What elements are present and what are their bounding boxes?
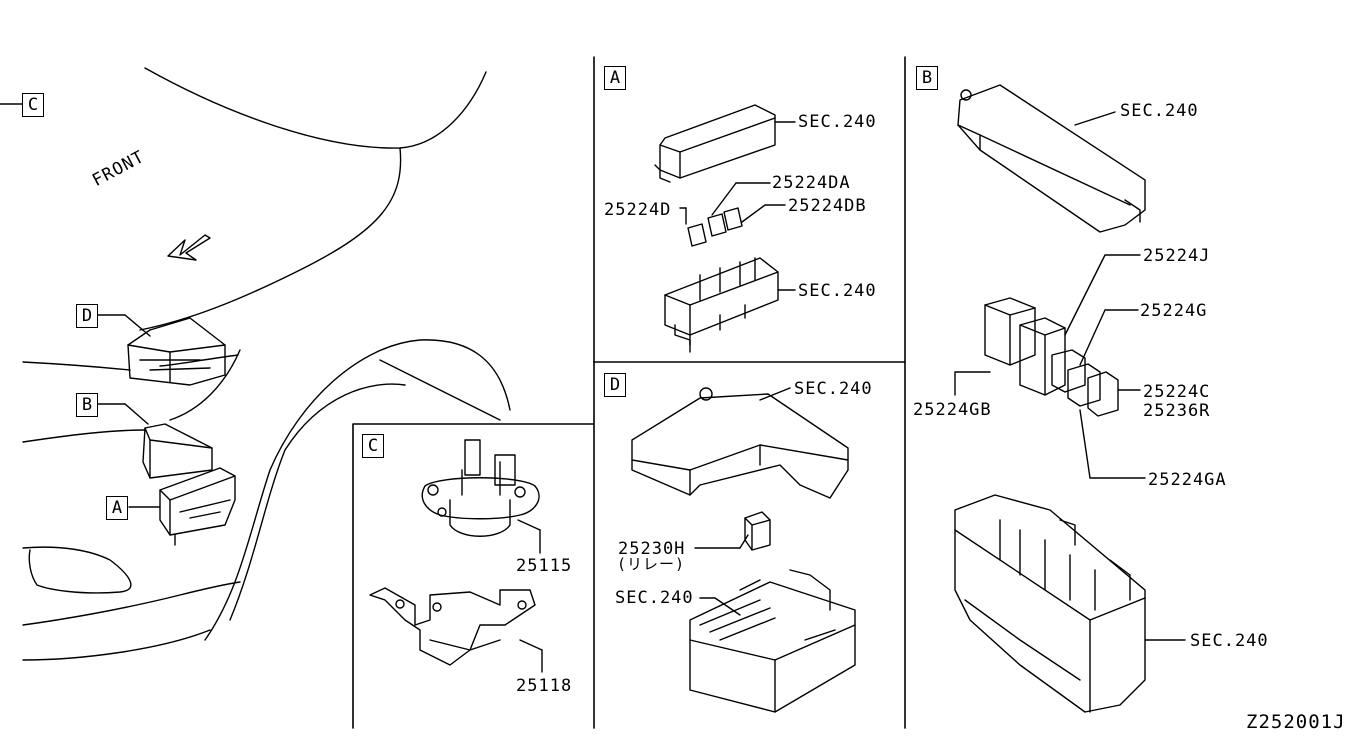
callout-b: B	[76, 393, 98, 417]
label-d-block: SEC.240	[615, 588, 694, 608]
label-25224gb: 25224GB	[913, 400, 992, 420]
label-25224db: 25224DB	[788, 196, 867, 216]
part-b-relay-large	[984, 297, 1066, 396]
part-b-lower-block	[954, 494, 1146, 713]
label-25224c: 25224C	[1143, 382, 1211, 402]
label-25115: 25115	[516, 556, 573, 576]
drawing-id: Z252001J	[1246, 711, 1346, 733]
panel-c-title: C	[362, 434, 384, 458]
label-b-cover: SEC.240	[1120, 101, 1199, 121]
label-b-block: SEC.240	[1190, 631, 1269, 651]
callout-a: A	[106, 496, 128, 520]
part-d-cover	[631, 387, 849, 499]
part-25118-bracket	[369, 587, 536, 666]
label-25224d: 25224D	[604, 200, 672, 220]
label-25118: 25118	[516, 676, 573, 696]
overview-box-b	[142, 423, 213, 479]
part-a-cover	[654, 104, 776, 183]
callout-c: C	[22, 93, 44, 117]
overview-box-a	[159, 467, 236, 546]
part-a-fuse-block	[664, 257, 779, 353]
label-25224da: 25224DA	[772, 173, 851, 193]
front-arrow-icon	[167, 234, 211, 261]
panel-a-title: A	[604, 66, 626, 90]
label-a-block: SEC.240	[798, 281, 877, 301]
panel-b-title: B	[916, 66, 938, 90]
callout-d: D	[76, 304, 98, 328]
car-body-outline	[22, 67, 511, 661]
panel-dividers	[352, 56, 906, 729]
panel-d-title: D	[604, 373, 626, 397]
label-25224ga: 25224GA	[1148, 470, 1227, 490]
part-d-relay	[744, 511, 771, 551]
label-25224j: 25224J	[1143, 246, 1211, 266]
label-a-cover: SEC.240	[798, 112, 877, 132]
label-relay-note: (リレー)	[617, 555, 686, 573]
overview-box-d	[127, 317, 226, 386]
label-d-cover: SEC.240	[794, 379, 873, 399]
part-b-relay-small	[1051, 349, 1119, 417]
part-a-relays	[687, 207, 743, 247]
label-25230h: 25230H	[618, 539, 686, 559]
part-25115-relay	[421, 439, 540, 537]
label-25236r: 25236R	[1143, 401, 1211, 421]
label-25224g: 25224G	[1140, 301, 1208, 321]
part-b-cover	[957, 84, 1146, 233]
part-d-fuse-block	[689, 569, 856, 713]
